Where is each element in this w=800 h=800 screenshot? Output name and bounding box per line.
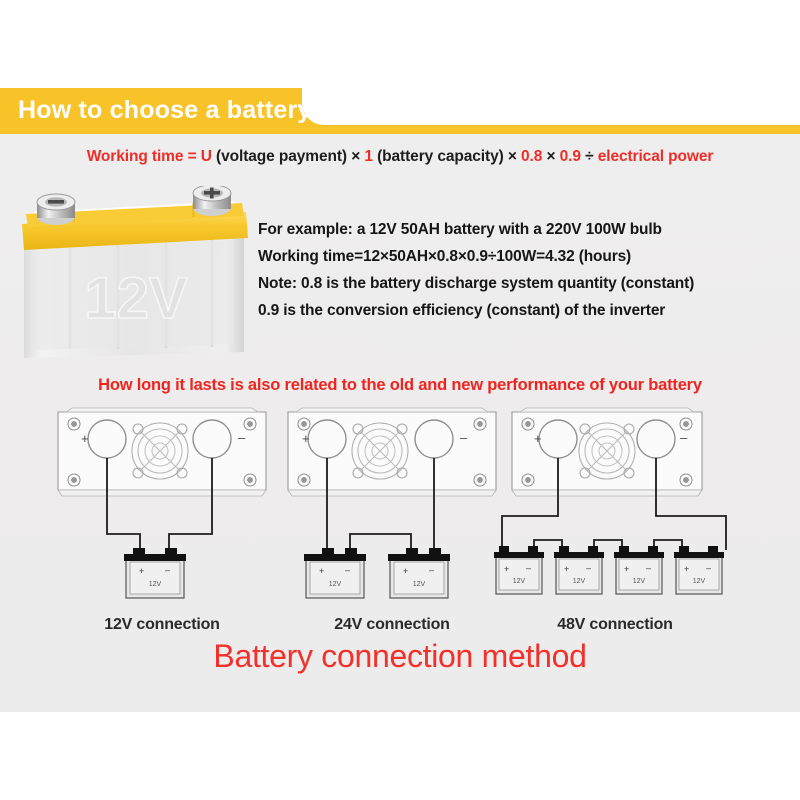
inverter-minus-label-12v: – xyxy=(238,430,246,445)
page-title: How to choose a battery xyxy=(18,96,312,124)
battery-plus-24v-1: + xyxy=(319,566,324,576)
battery-illustration: 12V xyxy=(12,184,258,368)
battery-minus-48v-3: – xyxy=(646,563,651,573)
example-line-1: For example: a 12V 50AH battery with a 2… xyxy=(258,221,662,238)
battery-voltage-emboss: 12V xyxy=(84,266,188,331)
battery-icon-48v-4: + – 12V xyxy=(674,546,724,595)
working-time-formula: Working time = U (voltage payment) × 1 (… xyxy=(0,148,800,166)
battery-label-24v-2: 12V xyxy=(413,581,426,588)
battery-cap-ridge xyxy=(26,203,244,227)
inverter-screws-24v xyxy=(297,417,487,487)
inverter-fan-24v xyxy=(351,422,409,480)
formula-segment-6: 0.9 xyxy=(559,148,581,165)
inverter-plus-label-12v: + xyxy=(81,431,89,446)
battery-illustration-svg: 12V xyxy=(22,184,248,358)
inverter-unit-48v: + – xyxy=(511,407,703,497)
formula-segment-0: Working time = U xyxy=(86,148,212,165)
battery-icon-48v-1: + – 12V xyxy=(494,546,544,595)
inverter-screws-48v xyxy=(521,417,693,487)
wires-24v xyxy=(326,458,435,552)
diagram-24v-svg: + – xyxy=(287,407,497,599)
battery-plus-48v-3: + xyxy=(624,564,629,574)
example-line-3: Note: 0.8 is the battery discharge syste… xyxy=(258,275,695,292)
battery-plus-48v-2: + xyxy=(564,564,569,574)
diagram-48v-svg: + – xyxy=(494,407,727,595)
inverter-screws-12v xyxy=(67,417,257,487)
battery-icon-24v-2: + – 12V xyxy=(388,548,450,599)
battery-terminal-positive xyxy=(36,193,76,225)
battery-minus-48v-2: – xyxy=(586,563,591,573)
example-line-4: 0.9 is the conversion efficiency (consta… xyxy=(258,302,666,319)
diagram-12v-svg: + – xyxy=(57,407,267,599)
inverter-negative-terminal-12v xyxy=(192,419,232,459)
battery-icon-24v-1: + – 12V xyxy=(304,548,366,599)
diagram-24v: + – xyxy=(282,404,502,634)
formula-segment-7: ÷ xyxy=(580,148,598,165)
inverter-positive-terminal-48v xyxy=(538,419,578,459)
diagram-label-48v: 48V connection xyxy=(557,616,673,633)
diagram-12v: + – xyxy=(52,404,272,634)
battery-icon-48v-2: + – 12V xyxy=(554,546,604,595)
wires-48v xyxy=(501,458,727,550)
diagram-48v: + – xyxy=(490,404,740,634)
battery-minus-12v-1: – xyxy=(165,565,170,575)
battery-plus-12v-1: + xyxy=(139,566,144,576)
header-banner-notch xyxy=(302,88,800,125)
battery-label-48v-2: 12V xyxy=(573,578,586,585)
inverter-plus-label-24v: + xyxy=(302,431,310,446)
battery-label-12v-1: 12V xyxy=(149,581,162,588)
battery-icon-12v-1: + – 12V xyxy=(124,548,186,599)
battery-plus-48v-4: + xyxy=(684,564,689,574)
battery-minus-24v-2: – xyxy=(429,565,434,575)
example-text-block: For example: a 12V 50AH battery with a 2… xyxy=(258,216,792,324)
example-line-2: Working time=12×50AH×0.8×0.9÷100W=4.32 (… xyxy=(258,248,632,265)
inverter-fan-12v xyxy=(131,422,189,480)
battery-minus-48v-4: – xyxy=(706,563,711,573)
battery-label-24v-1: 12V xyxy=(329,581,342,588)
inverter-plus-label-48v: + xyxy=(534,431,542,446)
formula-segment-4: 0.8 xyxy=(521,148,543,165)
formula-segments: Working time = U (voltage payment) × 1 (… xyxy=(87,148,714,165)
inverter-negative-terminal-48v xyxy=(636,419,676,459)
inverter-fan-48v xyxy=(578,422,636,480)
connection-diagrams: + – xyxy=(0,404,800,634)
battery-plus-48v-1: + xyxy=(504,564,509,574)
wires-12v xyxy=(106,458,213,552)
inverter-minus-label-24v: – xyxy=(460,430,468,445)
formula-segment-1: (voltage payment) × xyxy=(211,148,365,165)
inverter-minus-label-48v: – xyxy=(680,430,688,445)
inverter-positive-terminal-12v xyxy=(87,419,127,459)
inverter-unit-12v: + – xyxy=(57,407,267,497)
battery-minus-24v-1: – xyxy=(345,565,350,575)
formula-segment-2: 1 xyxy=(364,148,373,165)
lifespan-note: How long it lasts is also related to the… xyxy=(98,376,702,394)
formula-segment-3: (battery capacity) × xyxy=(372,148,522,165)
battery-terminal-negative xyxy=(192,184,232,216)
inverter-negative-terminal-24v xyxy=(414,419,454,459)
battery-label-48v-4: 12V xyxy=(693,578,706,585)
formula-segment-8: electrical power xyxy=(597,148,714,165)
diagram-label-12v: 12V connection xyxy=(104,616,220,633)
diagram-label-24v: 24V connection xyxy=(334,616,450,633)
battery-icon-48v-3: + – 12V xyxy=(614,546,664,595)
bottom-title: Battery connection method xyxy=(213,638,587,674)
battery-label-48v-1: 12V xyxy=(513,578,526,585)
battery-minus-48v-1: – xyxy=(526,563,531,573)
inverter-unit-24v: + – xyxy=(287,407,497,497)
formula-segment-5: × xyxy=(542,148,560,165)
battery-plus-24v-2: + xyxy=(403,566,408,576)
battery-label-48v-3: 12V xyxy=(633,578,646,585)
inverter-positive-terminal-24v xyxy=(307,419,347,459)
